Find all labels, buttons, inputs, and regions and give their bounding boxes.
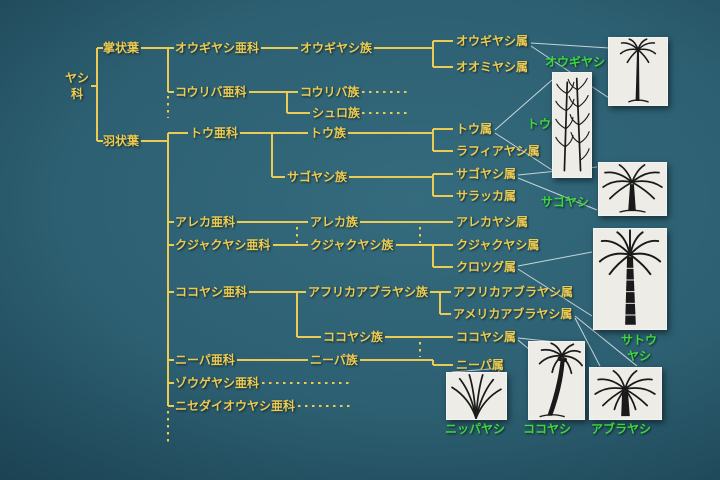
node-pinnate-leaf: 羽状葉 <box>103 134 140 148</box>
caption-satouyashi-line1: サトウ <box>620 333 657 347</box>
caption-ougiyashi: オウギヤシ <box>545 55 606 69</box>
photo-kokoyashi <box>528 341 585 420</box>
node-genus-ougiyashi: オウギヤシ属 <box>456 34 529 48</box>
caption-satouyashi: サトウ ヤシ <box>612 332 666 364</box>
caption-sagoyashi: サゴヤシ <box>541 195 590 209</box>
node-subfamily-nipa: ニーパ亜科 <box>175 353 235 367</box>
node-subfamily-tou: トウ亜科 <box>190 126 239 140</box>
photo-sagoyashi <box>598 162 667 216</box>
caption-kokoyashi: ココヤシ <box>523 422 572 436</box>
node-genus-salacca: サラッカ属 <box>456 189 517 203</box>
node-genus-africa-aburayashi: アフリカアブラヤシ属 <box>453 285 574 299</box>
node-tribe-kujakuyashi: クジャクヤシ族 <box>310 238 394 252</box>
node-subfamily-nisedaiouyashi: ニセダイオウヤシ亜科 <box>175 399 296 413</box>
node-tribe-areca: アレカ族 <box>310 215 359 229</box>
photo-tou <box>552 72 592 178</box>
coconut-palm-illustration <box>538 342 583 418</box>
node-genus-kujakuyashi: クジャクヤシ属 <box>456 238 540 252</box>
node-subfamily-areca: アレカ亜科 <box>175 215 236 229</box>
node-genus-oomiyashi: オオミヤシ属 <box>456 60 529 74</box>
node-subfamily-kujakuyashi: クジャクヤシ亜科 <box>175 238 271 252</box>
node-subfamily-ougiyashi: オウギヤシ亜科 <box>175 41 260 55</box>
ougiyashi-palm-illustration <box>619 38 657 103</box>
node-tribe-shuro: シュロ族 <box>312 106 361 120</box>
node-genus-tou: トウ属 <box>456 122 493 136</box>
node-genus-nipa: ニーパ属 <box>456 358 504 372</box>
nipa-palm-illustration <box>451 374 502 419</box>
photo-ougiyashi <box>608 37 668 106</box>
node-palmate-leaf: 掌状葉 <box>103 41 140 55</box>
rattan-illustration <box>555 77 590 172</box>
sugar-palm-illustration <box>598 229 662 325</box>
photo-satouyashi <box>593 228 667 330</box>
node-genus-america-aburayashi: アメリカアブラヤシ属 <box>453 307 573 321</box>
node-tribe-africa-aburayashi: アフリカアブラヤシ族 <box>308 285 429 299</box>
node-tribe-nipa: ニーパ族 <box>310 353 358 367</box>
node-subfamily-zougeyashi: ゾウゲヤシ亜科 <box>175 376 260 390</box>
caption-aburayashi: アブラヤシ <box>591 422 652 436</box>
photo-aburayashi <box>589 367 662 420</box>
node-genus-kurotsugu: クロツグ属 <box>456 260 517 274</box>
node-subfamily-kouriba: コウリバ亜科 <box>175 85 247 99</box>
node-tribe-ougiyashi: オウギヤシ族 <box>300 41 373 55</box>
node-genus-kokoyashi: ココヤシ属 <box>456 330 517 344</box>
photo-nippayashi <box>446 372 507 420</box>
node-tribe-kouriba: コウリバ族 <box>300 85 360 99</box>
node-family: ヤシ科 <box>64 71 89 101</box>
node-tribe-kokoyashi: ココヤシ族 <box>323 330 384 344</box>
node-genus-sago: サゴヤシ属 <box>456 167 517 181</box>
node-subfamily-kokoyashi: ココヤシ亜科 <box>175 285 248 299</box>
caption-nippayashi: ニッパヤシ <box>445 422 506 436</box>
node-tribe-sago: サゴヤシ族 <box>287 170 348 184</box>
node-genus-raffia: ラフィアヤシ属 <box>456 144 540 158</box>
caption-tou: トウ <box>527 117 552 131</box>
oil-palm-illustration <box>594 370 656 417</box>
node-genus-arecayashi: アレカヤシ属 <box>456 215 529 229</box>
caption-satouyashi-line2: ヤシ <box>626 349 651 363</box>
node-tribe-tou: トウ族 <box>310 126 347 140</box>
sago-palm-illustration <box>602 164 663 213</box>
